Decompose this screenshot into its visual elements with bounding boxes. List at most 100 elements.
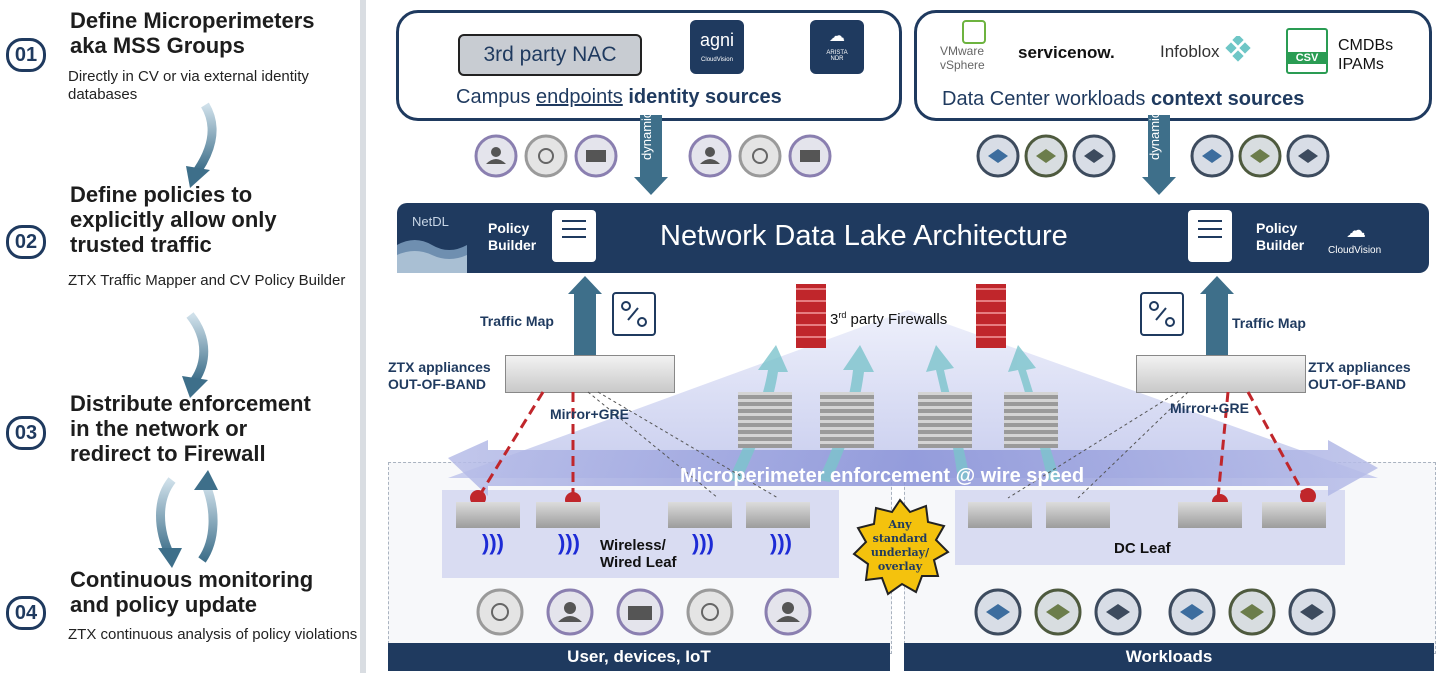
- firewall-icon: [976, 284, 1006, 348]
- policy-builder-right-label: Policy Builder: [1256, 220, 1304, 254]
- layers-icon: [1288, 588, 1336, 636]
- arrow-step3-to-4: [156, 477, 176, 557]
- underlay-line3: underlay/: [870, 546, 930, 559]
- source-icon-rows: [474, 134, 1330, 178]
- arrow-step2-to-3: [186, 312, 209, 383]
- step-4-title-line2: and policy update: [70, 592, 258, 617]
- ztx-label-left-line2: OUT-OF-BAND: [388, 376, 486, 392]
- step-1-title-line1: Define Microperimeters: [70, 8, 315, 33]
- leaf-switch: [1262, 502, 1326, 528]
- infoblox-icon: [1225, 36, 1251, 62]
- wifi-icon: ))): [692, 530, 714, 555]
- cmdb-line1: CMDBs: [1338, 37, 1394, 54]
- mirror-gre-right-label: Mirror+GRE: [1170, 400, 1249, 416]
- arista-logo-line1: ARISTA: [826, 50, 848, 56]
- mirror-gre-left-label: Mirror+GRE: [550, 406, 629, 422]
- step-4-subtitle: ZTX continuous analysis of policy violat…: [68, 626, 358, 643]
- netdl-label: NetDL: [412, 214, 449, 229]
- policy-builder-right-line2: Builder: [1256, 237, 1305, 253]
- step-2-number: 02: [6, 225, 46, 259]
- policy-builder-right-line1: Policy: [1256, 220, 1298, 236]
- campus-title-link[interactable]: endpoints: [536, 86, 623, 108]
- underlay-line4: overlay: [877, 560, 923, 573]
- campus-dynamic-arrow: [634, 115, 668, 195]
- workloads-bar: Workloads: [904, 643, 1434, 671]
- iot-icon: [524, 134, 568, 178]
- wireless-line1: Wireless/: [600, 537, 666, 554]
- leaf-switch: [1046, 502, 1110, 528]
- step-1-number: 01: [6, 38, 46, 72]
- iot-icon: [686, 588, 734, 636]
- infoblox-logo: Infoblox: [1160, 42, 1220, 61]
- wireless-line2: Wired Leaf: [600, 554, 677, 571]
- enforcement-arrow: [448, 440, 1378, 496]
- underlay-label: Any standard underlay/ overlay: [860, 518, 940, 574]
- netdl-wave-icon: [397, 240, 467, 273]
- vmware-icon: [962, 20, 986, 44]
- campus-sources-title: Campus endpoints identity sources: [456, 86, 782, 109]
- leaf-switch: [456, 502, 520, 528]
- firewalls-label-suffix: party Firewalls: [846, 311, 948, 328]
- layers-icon: [1034, 588, 1082, 636]
- layers-icon: [1168, 588, 1216, 636]
- agni-logo-text: agni: [699, 30, 735, 50]
- endpoint-icon-rows: [476, 588, 1336, 636]
- arrowhead-3: [158, 548, 182, 568]
- dc-sources-box: [914, 10, 1432, 121]
- step-3-title-line2: in the network or: [70, 416, 248, 441]
- step-2-subtitle: ZTX Traffic Mapper and CV Policy Builder: [68, 272, 346, 289]
- nac-button[interactable]: 3rd party NAC: [458, 34, 642, 76]
- arista-ndr-logo: ☁ ARISTA NDR: [810, 20, 864, 74]
- step-2-title-line3: trusted traffic: [70, 232, 212, 257]
- step-1-subtitle: Directly in CV or via external identity …: [68, 68, 309, 103]
- underlay-line2: standard: [872, 532, 928, 545]
- ztx-label-right-line1: ZTX appliances: [1308, 359, 1411, 375]
- layers-icon: [1286, 134, 1330, 178]
- layers-icon: [1238, 134, 1282, 178]
- wifi-icon: ))): [558, 530, 580, 555]
- vmware-line2: vSphere: [940, 58, 985, 72]
- data-lake-title: Network Data Lake Architecture: [660, 220, 1068, 252]
- step-3-title-line3: redirect to Firewall: [70, 441, 266, 466]
- leaf-switch: [668, 502, 732, 528]
- layers-icon: [1024, 134, 1068, 178]
- spine-switch: [918, 392, 972, 448]
- underlay-badge: [852, 498, 950, 596]
- arrow-step4-to-3: [198, 483, 218, 563]
- underlay-line1: Any: [888, 518, 912, 531]
- traffic-map-icon[interactable]: [612, 292, 656, 336]
- firewall-icon: [796, 284, 826, 348]
- ztx-label-left: ZTX appliances OUT-OF-BAND: [388, 359, 491, 393]
- layers-icon: [1072, 134, 1116, 178]
- csv-label: CSV: [1288, 52, 1326, 64]
- policy-builder-left-label: Policy Builder: [488, 220, 536, 254]
- scope-triangle: [448, 310, 1378, 478]
- dc-icon-row: [976, 134, 1330, 178]
- campus-title-suffix: identity sources: [622, 86, 782, 108]
- ztx-label-left-line1: ZTX appliances: [388, 359, 491, 375]
- ztx-appliance-left: [505, 355, 675, 393]
- layers-icon: [976, 134, 1020, 178]
- step-1-title-line2: aka MSS Groups: [70, 33, 245, 58]
- policy-document-icon[interactable]: [1188, 210, 1232, 262]
- step-2-title-line1: Define policies to: [70, 182, 253, 207]
- policy-document-icon[interactable]: [552, 210, 596, 262]
- layers-icon: [1190, 134, 1234, 178]
- traffic-map-left-label: Traffic Map: [480, 313, 554, 329]
- step-flow-arrows: [156, 102, 218, 568]
- campus-title-prefix: Campus: [456, 86, 537, 108]
- spine-switch: [820, 392, 874, 448]
- spine-switch: [1004, 392, 1058, 448]
- people-icon: [688, 134, 732, 178]
- layers-icon: [1228, 588, 1276, 636]
- traffic-map-icon[interactable]: [1140, 292, 1184, 336]
- policy-builder-left-line2: Builder: [488, 237, 537, 253]
- csv-icon: CSV: [1286, 28, 1328, 74]
- arista-logo-line2: NDR: [830, 56, 844, 62]
- vmware-line1: VMware: [940, 44, 985, 58]
- step-4-title: Continuous monitoring and policy update: [70, 567, 313, 617]
- firewalls-label-sup: rd: [838, 310, 847, 320]
- step-2-title: Define policies to explicitly allow only…: [70, 182, 277, 257]
- panel-divider: [360, 0, 366, 673]
- leaf-switch: [968, 502, 1032, 528]
